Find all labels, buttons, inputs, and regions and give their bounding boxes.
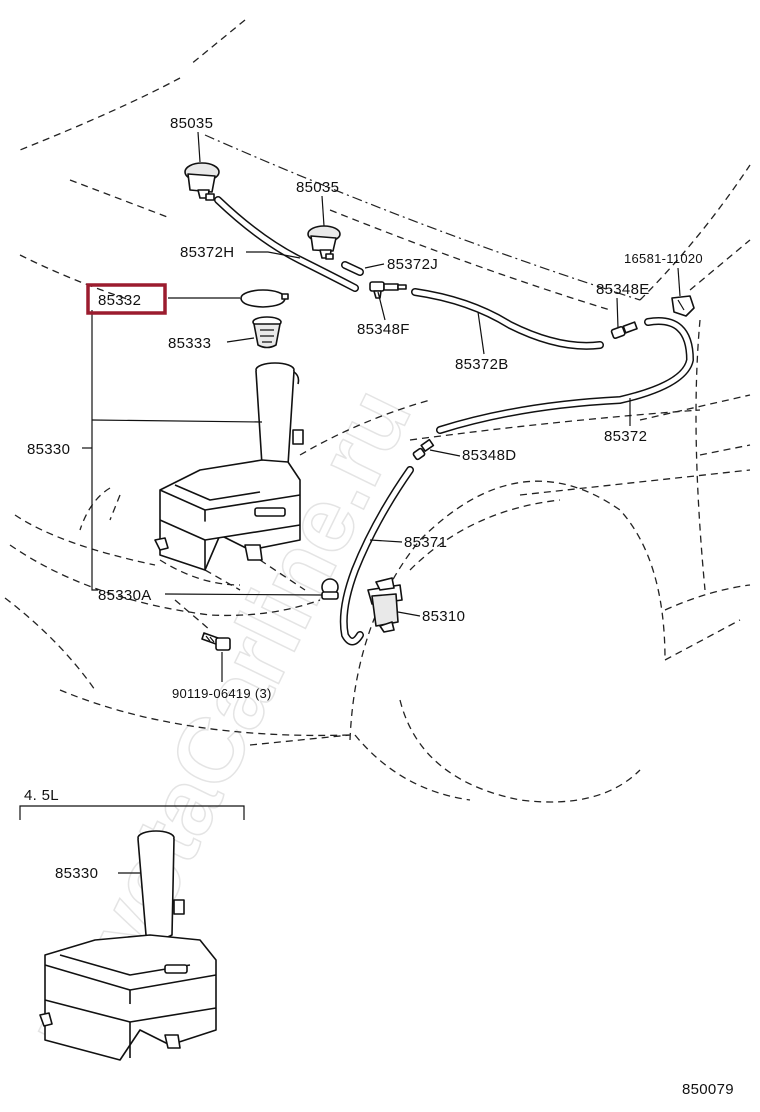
label-85372j[interactable]: 85372J bbox=[387, 256, 438, 273]
label-90119-06419[interactable]: 90119-06419 (3) bbox=[172, 686, 272, 701]
label-85348f[interactable]: 85348F bbox=[357, 321, 410, 338]
label-85330a[interactable]: 85330A bbox=[98, 587, 152, 604]
highlight-box bbox=[86, 283, 167, 315]
washer-tank-85330 bbox=[154, 362, 304, 571]
label-85330[interactable]: 85330 bbox=[27, 441, 70, 458]
variant-capacity-label: 4. 5L bbox=[24, 787, 59, 804]
clip-16581-11020 bbox=[671, 295, 695, 317]
label-85332[interactable]: 85332 bbox=[98, 292, 141, 309]
nozzle-85035-a bbox=[184, 162, 220, 201]
valve-85348f bbox=[369, 281, 407, 299]
body-outline bbox=[4, 19, 751, 803]
label-85035-b[interactable]: 85035 bbox=[296, 179, 339, 196]
label-85333[interactable]: 85333 bbox=[168, 335, 211, 352]
cap-85332 bbox=[240, 289, 289, 308]
grommet-85330a bbox=[321, 578, 339, 600]
label-85371[interactable]: 85371 bbox=[404, 534, 447, 551]
pump-85310 bbox=[367, 577, 403, 633]
label-85372[interactable]: 85372 bbox=[604, 428, 647, 445]
label-16581-11020[interactable]: 16581-11020 bbox=[624, 251, 703, 266]
valve-85348e bbox=[610, 321, 638, 339]
variant-inset: 4. 5L 85330 bbox=[19, 787, 245, 1061]
strainer-85333 bbox=[252, 316, 282, 349]
valve-85348d bbox=[412, 438, 435, 461]
bolt-90119 bbox=[201, 632, 231, 651]
label-85310[interactable]: 85310 bbox=[422, 608, 465, 625]
label-85330-variant[interactable]: 85330 bbox=[55, 865, 98, 882]
washer-tank-85330-variant bbox=[39, 830, 217, 1061]
figure-id: 850079 bbox=[682, 1081, 734, 1098]
label-85372h[interactable]: 85372H bbox=[180, 244, 234, 261]
label-85372b[interactable]: 85372B bbox=[455, 356, 509, 373]
label-85035-a[interactable]: 85035 bbox=[170, 115, 213, 132]
leader-lines bbox=[82, 131, 681, 682]
label-85348d[interactable]: 85348D bbox=[462, 447, 516, 464]
nozzle-85035-b bbox=[307, 225, 341, 260]
label-85348e[interactable]: 85348E bbox=[596, 281, 650, 298]
hoses bbox=[214, 196, 694, 646]
